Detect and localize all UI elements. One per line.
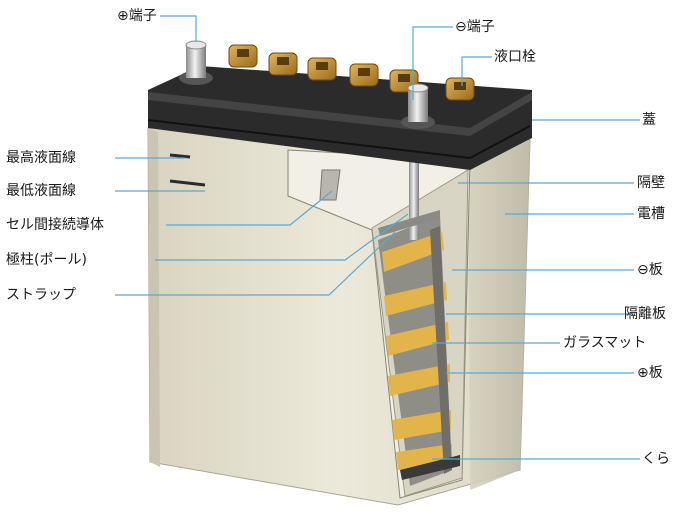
label-max-level: 最高液面線: [6, 150, 76, 166]
cutaway-interior: [287, 120, 471, 499]
label-vent-plug: 液口栓: [494, 49, 536, 65]
label-partition: 隔壁: [637, 175, 665, 191]
leader-lines: [115, 15, 640, 460]
label-negative-plate: ⊖板: [637, 262, 663, 278]
label-positive-plate: ⊕板: [637, 365, 663, 381]
vent-caps: [228, 44, 475, 101]
label-pole: 極柱(ポール): [6, 252, 87, 268]
label-positive-terminal: ⊕端子: [117, 8, 157, 24]
label-negative-terminal: ⊖端子: [455, 19, 495, 35]
label-lid: 蓋: [642, 112, 656, 128]
label-saddle: くら: [642, 451, 670, 467]
label-container: 電槽: [637, 206, 665, 222]
label-glass-mat: ガラスマット: [563, 335, 647, 351]
lid: [147, 66, 532, 170]
label-cell-connector: セル間接続導体: [6, 217, 104, 233]
label-strap: ストラップ: [6, 287, 76, 303]
plates: [382, 226, 452, 474]
label-min-level: 最低液面線: [6, 183, 76, 199]
level-lines: [169, 153, 206, 187]
positive-terminal-post: [179, 40, 213, 85]
label-separator: 隔離板: [624, 306, 666, 322]
terminals: [179, 40, 435, 129]
